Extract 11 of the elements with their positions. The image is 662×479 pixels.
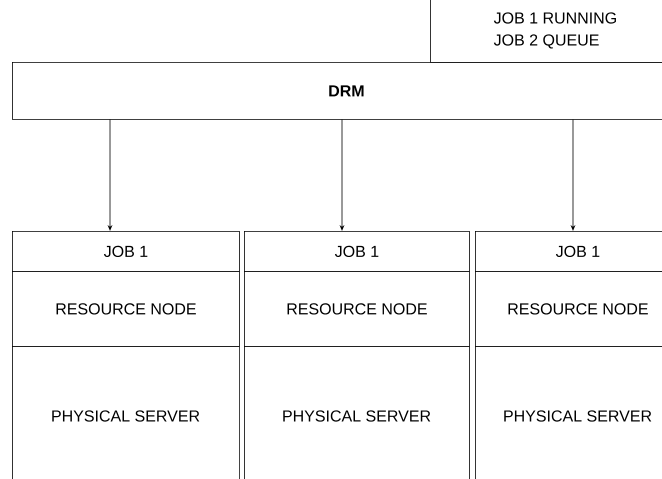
resource-node-box: RESOURCE NODE — [475, 271, 662, 347]
job-box: JOB 1 — [244, 231, 470, 272]
status-box: JOB 1 RUNNING JOB 2 QUEUE — [430, 0, 662, 63]
resource-node-box: RESOURCE NODE — [12, 271, 240, 347]
server-box: PHYSICAL SERVER — [244, 346, 470, 479]
server-box: PHYSICAL SERVER — [475, 346, 662, 479]
job-box: JOB 1 — [12, 231, 240, 272]
resource-node-box: RESOURCE NODE — [244, 271, 470, 347]
manager-box: DRM — [12, 62, 662, 120]
job-box: JOB 1 — [475, 231, 662, 272]
server-box: PHYSICAL SERVER — [12, 346, 240, 479]
